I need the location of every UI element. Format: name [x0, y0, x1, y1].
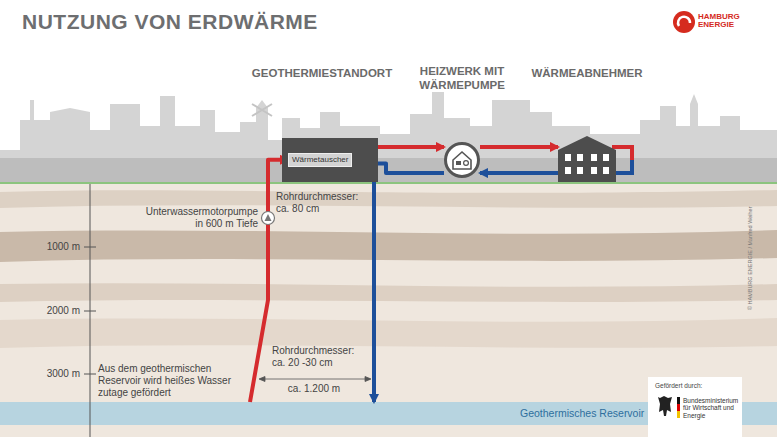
sponsor-box-part — [677, 404, 680, 411]
column-heading: WÄRMEABNEHMER — [531, 66, 642, 80]
consumer-building: WÄRMEABNEHMER — [558, 134, 616, 182]
consumer-building-part-part — [565, 154, 609, 174]
ground-layers-part — [0, 230, 777, 262]
consumer-building-part-part-part — [565, 154, 571, 161]
note-text: Aus dem geothermischen Reservoir wird he… — [98, 363, 240, 399]
depth-tick: 3000 m — [36, 368, 80, 380]
reservoir-band: Geothermisches Reservoir — [0, 402, 777, 425]
dimension-label: ca. 1.200 m — [265, 383, 363, 395]
skyline-part — [0, 182, 777, 184]
consumer-building-part-part-part — [591, 167, 597, 174]
sponsor-label: Gefördert durch: — [655, 382, 702, 390]
skyline-part — [0, 158, 777, 182]
depth-tick: 2000 m — [36, 305, 80, 317]
logo-mark — [673, 11, 695, 33]
reservoir-label: Geothermisches Reservoir — [520, 407, 644, 420]
sponsor-box-part — [677, 411, 680, 418]
heating-plant-circle-part-part — [453, 152, 471, 169]
copyright-note: © HAMBURG ENERGIE / Manfred Weiher — [747, 198, 754, 318]
logo-mark-part — [678, 17, 690, 26]
pump-label: Unterwassermotorpumpe in 600 m Tiefe — [136, 206, 258, 230]
consumer-building-part-part-part — [603, 154, 609, 161]
pipe-connector — [480, 145, 558, 149]
pipe-diameter: Rohrdurchmesser: ca. 20 -30 cm — [272, 345, 366, 369]
sponsor-box-part — [658, 396, 672, 416]
geothermal-site: GEOTHERMIESTANDORTWärmetauscher — [282, 138, 378, 182]
skyline — [0, 92, 777, 184]
sponsor-box-part — [677, 397, 680, 404]
heating-plant-circle-part — [447, 145, 477, 175]
ground-layers-part — [0, 190, 777, 208]
depth-axis — [84, 184, 96, 437]
column-heading: GEOTHERMIESTANDORT — [252, 66, 392, 80]
skyline-part — [252, 104, 272, 116]
ground-layers-part — [0, 318, 777, 348]
component-label: Wärmetauscher — [292, 155, 348, 165]
depth-axis-part — [84, 247, 96, 248]
dimension-line-part — [365, 377, 371, 382]
skyline-part — [0, 92, 777, 182]
sponsor-name: Bundesministerium für Wirtschaft und Ene… — [683, 397, 741, 419]
consumer-building-part-part-part — [603, 167, 609, 174]
logo-mark-part — [673, 11, 695, 33]
diagram-title: NUTZUNG VON ERDWÄRME — [22, 9, 318, 34]
sponsor-box-part — [648, 377, 742, 437]
heating-plant-circle-part-part — [456, 161, 461, 165]
ground-layers — [0, 184, 777, 437]
depth-axis-part — [84, 374, 96, 375]
column-heading: HEIZWERK MIT WÄRMEPUMPE — [403, 64, 521, 93]
pipe-diameter: Rohrdurchmesser: ca. 80 cm — [276, 191, 368, 215]
dimension-line-part — [259, 377, 265, 382]
depth-axis-part — [84, 311, 96, 312]
heat-exchanger-box: Wärmetauscher — [288, 153, 352, 167]
consumer-building-part-part — [558, 136, 616, 182]
pump-symbol-part — [262, 212, 275, 225]
dimension-line — [259, 377, 371, 382]
ground-layers-part — [0, 283, 777, 302]
consumer-building-part-part-part — [565, 167, 571, 174]
logo-text: HAMBURG ENERGIE — [698, 13, 748, 30]
depth-tick: 1000 m — [36, 241, 80, 253]
consumer-building-part-part-part — [577, 167, 583, 174]
consumer-building-part — [558, 134, 616, 182]
heating-plant-circle: HEIZWERK MIT WÄRMEPUMPE — [444, 142, 480, 178]
pump-symbol-part — [265, 214, 272, 221]
sponsor-box — [648, 377, 742, 437]
dimension-line-part — [260, 379, 370, 380]
pump-symbol — [262, 212, 275, 225]
pipe-connector — [480, 171, 558, 175]
consumer-building-part-part-part — [591, 154, 597, 161]
heating-plant-circle-part-part — [464, 161, 469, 166]
consumer-building-part-part-part — [577, 154, 583, 161]
ground-layers-part — [0, 184, 777, 437]
